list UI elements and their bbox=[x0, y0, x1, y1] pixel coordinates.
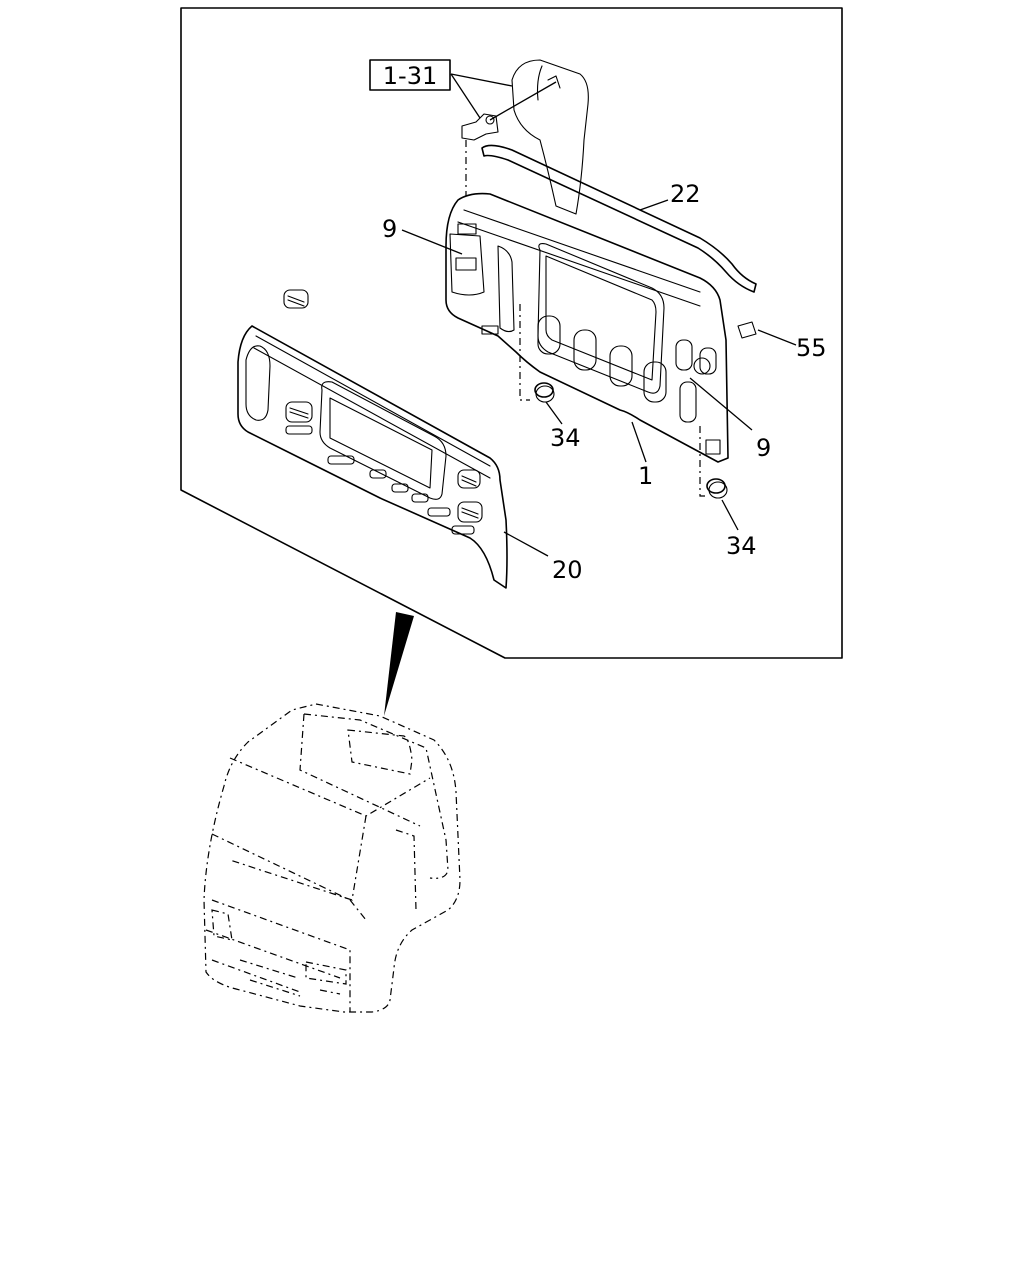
inner-trim-panel-part-20 bbox=[237, 289, 508, 589]
rear-panel-part-1 bbox=[445, 192, 729, 463]
weatherstrip-part-22 bbox=[481, 144, 757, 293]
callout-55[interactable]: 55 bbox=[796, 334, 827, 362]
grommet-34-left bbox=[519, 304, 555, 403]
callout-1[interactable]: 1 bbox=[638, 462, 653, 490]
callout-22[interactable]: 22 bbox=[670, 180, 701, 208]
grommet-34-right bbox=[699, 426, 728, 499]
callout-34-left[interactable]: 34 bbox=[550, 424, 581, 452]
callout-9-left[interactable]: 9 bbox=[382, 215, 397, 243]
callout-20[interactable]: 20 bbox=[552, 556, 583, 584]
bracket-assembly-1-31 bbox=[461, 59, 589, 215]
inset-frame bbox=[180, 7, 843, 659]
label-part-55 bbox=[737, 321, 757, 339]
callout-9-right[interactable]: 9 bbox=[756, 434, 771, 462]
leader-lines bbox=[401, 73, 797, 557]
ref-box-1-31 bbox=[369, 59, 451, 91]
zoom-pointer bbox=[384, 612, 414, 716]
truck-cab-overview bbox=[203, 703, 461, 1013]
callout-1-31[interactable]: 1-31 bbox=[383, 62, 437, 90]
callout-labels: 1-31 22 9 55 9 34 1 34 20 bbox=[369, 59, 827, 584]
callout-34-right[interactable]: 34 bbox=[726, 532, 757, 560]
